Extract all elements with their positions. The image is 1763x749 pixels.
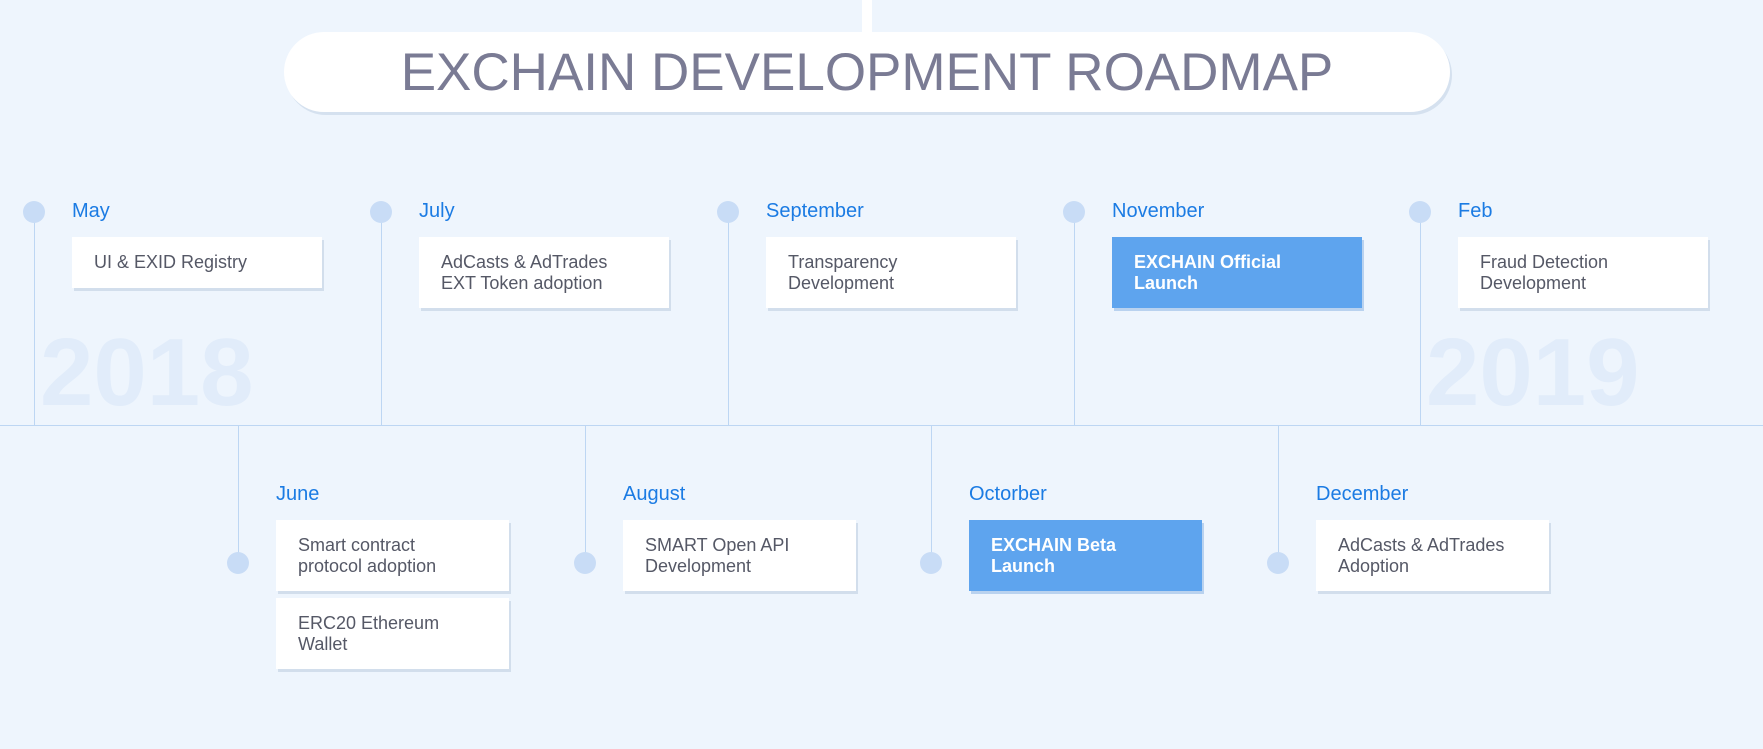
month-label: July [419,200,455,222]
card-text-line: Fraud Detection [1480,252,1609,272]
card-text-line: Transparency [788,252,898,272]
timeline-dot [1267,552,1289,574]
title-banner: EXCHAIN DEVELOPMENT ROADMAP [284,32,1450,112]
month-label: August [623,483,686,505]
card-text-line: Wallet [298,634,348,654]
timeline-dot [23,201,45,223]
timeline-dot [1409,201,1431,223]
card-text-line: Development [1480,273,1587,293]
top-connector [862,0,872,32]
month-label: November [1112,200,1205,222]
card-text-line: Development [788,273,895,293]
card-text-line: Smart contract [298,535,416,555]
timeline-dot [920,552,942,574]
timeline-connector [1420,212,1421,425]
month-label: Feb [1458,200,1493,222]
month-label: December [1316,483,1409,505]
milestone-card: UI & EXID Registry [72,237,322,288]
page-title: EXCHAIN DEVELOPMENT ROADMAP [400,42,1334,102]
timeline-dot [227,552,249,574]
timeline-connector [931,425,932,563]
card-text-line: UI & EXID Registry [94,252,248,272]
month-label: Octorber [969,483,1047,505]
timeline-connector [238,425,239,563]
card-text-line: protocol adoption [298,556,437,576]
card-text-line: Development [645,556,752,576]
card-text-line: EXCHAIN Beta [991,535,1117,555]
month-label: June [276,483,320,505]
card-text-line: EXCHAIN Official [1134,252,1282,272]
timeline-connector [1278,425,1279,563]
timeline-dot [574,552,596,574]
timeline-dot [717,201,739,223]
card-text-line: EXT Token adoption [441,273,603,293]
timeline-connector [585,425,586,563]
timeline-dot [1063,201,1085,223]
timeline-connector [1074,212,1075,425]
timeline-dot [370,201,392,223]
timeline-connector [34,212,35,425]
card-text-line: Launch [991,556,1056,576]
month-label: May [72,200,110,222]
timeline-axis [0,425,1763,426]
card-text-line: Adoption [1338,556,1410,576]
card-text-line: AdCasts & AdTrades [441,252,608,272]
timeline-connector [728,212,729,425]
month-label: September [766,200,864,222]
timeline-connector [381,212,382,425]
card-text-line: Launch [1134,273,1199,293]
card-text-line: ERC20 Ethereum [298,613,440,633]
year-watermark-2018: 2018 [40,319,254,426]
year-watermark-2019: 2019 [1426,319,1640,426]
card-text-line: SMART Open API [645,535,790,555]
card-text-line: AdCasts & AdTrades [1338,535,1505,555]
